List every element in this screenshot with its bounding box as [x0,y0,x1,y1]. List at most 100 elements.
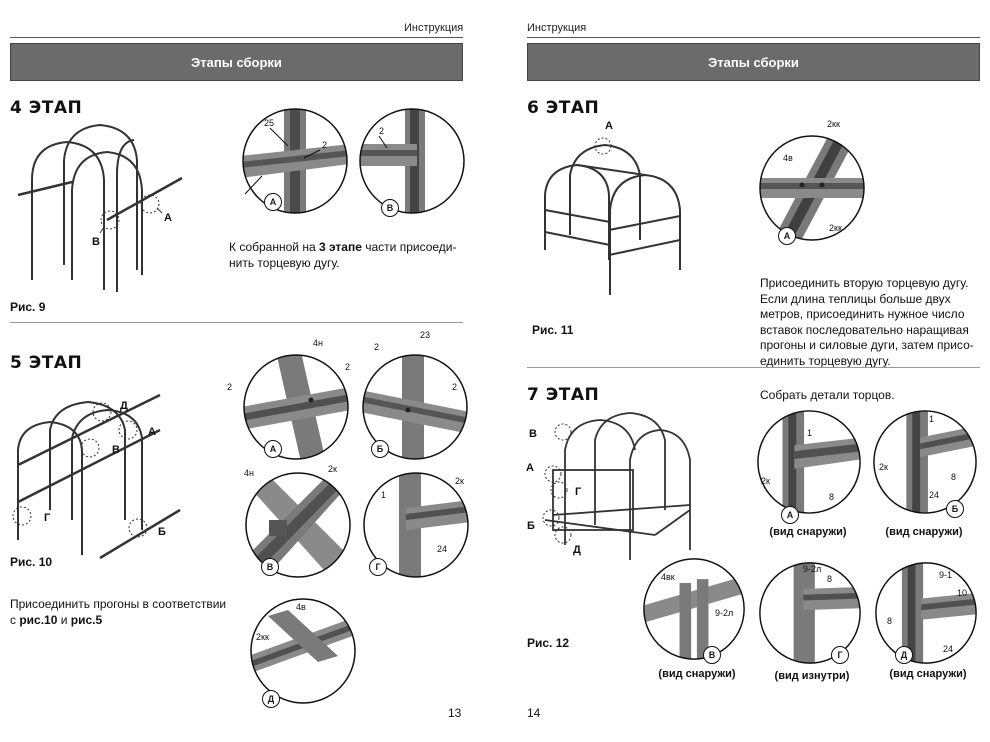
svg-text:8: 8 [887,616,892,626]
fig12-label-a: А [526,462,534,474]
detail-v-stage4 [359,108,465,214]
header-rule [10,37,463,38]
section-banner: Этапы сборки [527,43,980,81]
detail-g-stage7-labels: 9-2л 8 [803,564,832,584]
fig10-label-g: Г [44,512,51,524]
callout-25: 25 [264,118,274,128]
detail-d-stage7-labels: 9-1 10 8 24 [887,570,967,654]
svg-text:8: 8 [951,472,956,482]
fig12-label-d: Д [573,544,581,556]
svg-text:2к: 2к [328,464,337,474]
svg-text:2: 2 [374,342,379,352]
stage-7-instructions: Собрать детали торцов. [760,388,895,402]
stage-6-title: 6 ЭТАП [527,98,600,118]
running-head: Инструкция [527,22,587,34]
svg-text:10: 10 [957,588,967,598]
badge-d: Д [262,690,280,708]
svg-text:4вк: 4вк [661,572,675,582]
svg-text:24: 24 [929,490,939,500]
badge-a: А [264,440,282,458]
figure-9-drawing [17,123,183,292]
svg-text:2: 2 [452,382,457,392]
svg-text:9-2л: 9-2л [715,608,733,618]
detail-a-stage6 [759,135,865,241]
badge-g: Г [369,558,387,576]
detail-a-stage6-labels: 2кк 4в 2кк [783,119,842,233]
stage-4-title: 4 ЭТАП [10,98,83,118]
svg-text:2к: 2к [879,462,888,472]
badge-v: В [703,646,721,664]
fig10-label-v: В [112,444,120,456]
detail-v-view-caption: (вид снаружи) [658,668,736,680]
stage-6-instructions: Присоединить вторую торцевую дугу. Если … [760,276,974,368]
detail-b-stage7 [873,410,977,514]
figure-12-caption: Рис. 12 [527,636,570,650]
svg-text:8: 8 [827,574,832,584]
svg-text:9-2л: 9-2л [803,564,821,574]
figure-9-caption: Рис. 9 [10,300,46,314]
callout-2: 2 [379,126,384,136]
svg-text:1: 1 [807,428,812,438]
detail-d-stage5 [250,598,356,704]
detail-b-stage5 [362,354,468,460]
svg-text:2: 2 [345,362,350,372]
badge-g: Г [831,646,849,664]
svg-text:8: 8 [829,492,834,502]
detail-a-stage7 [757,410,861,514]
section-banner: Этапы сборки [10,43,463,81]
detail-a-view-caption: (вид снаружи) [769,526,847,538]
stage-divider [10,322,463,323]
fig11-label-a: А [605,120,613,132]
figure-11-caption: Рис. 11 [532,323,574,337]
detail-b-stage5-labels: 23 2 2 [374,330,457,392]
callout-2: 2 [322,140,327,150]
svg-text:4н: 4н [313,338,323,348]
page-number: 13 [448,706,462,720]
badge-v: В [261,558,279,576]
badge-v: В [381,199,399,217]
fig10-label-d: Д [120,400,128,412]
figure-10-caption: Рис. 10 [10,555,53,569]
svg-text:24: 24 [437,544,447,554]
svg-text:23: 23 [420,330,430,340]
detail-g-view-caption: (вид изнутри) [774,670,850,682]
fig12-label-b: Б [527,520,535,532]
detail-v-stage5-labels: 4н 2к [244,464,337,478]
figure-11-drawing [544,137,681,295]
stage-divider [527,367,980,368]
detail-v-stage7-labels: 4вк 9-2л [661,572,733,618]
fig9-label-v: В [92,236,100,248]
svg-text:2к: 2к [761,476,770,486]
fig10-label-b: Б [158,526,166,538]
detail-a-stage5 [243,354,349,460]
detail-d-stage5-labels: 4в 2кк [256,602,306,642]
detail-d-stage7 [875,562,977,664]
badge-a: А [781,506,799,524]
figure-10-drawing [12,393,181,560]
stage-7-title: 7 ЭТАП [527,385,600,405]
detail-a-stage5-labels: 4н 2 2 [227,338,350,392]
svg-text:2кк: 2кк [827,119,840,129]
detail-b-stage7-labels: 1 2к 8 24 [879,414,956,500]
page-number: 14 [527,706,541,720]
stage-5-instructions: Присоединить прогоны в соответствии с ри… [10,597,227,627]
detail-g-stage5-labels: 1 2к 24 [381,476,464,554]
fig9-label-a: А [164,212,172,224]
badge-a: А [264,193,282,211]
svg-text:4в: 4в [783,153,793,163]
fig12-label-g: Г [575,486,582,498]
detail-v-stage5 [245,472,351,578]
detail-v-stage4-labels: 2 [379,126,384,136]
svg-text:9-1: 9-1 [939,570,952,580]
svg-text:2: 2 [227,382,232,392]
detail-v-stage7 [643,558,745,660]
fig12-label-v: В [529,428,537,440]
stage-5-title: 5 ЭТАП [10,353,83,373]
svg-text:1: 1 [929,414,934,424]
detail-b-view-caption: (вид снаружи) [885,526,963,538]
fig10-label-a: А [148,426,156,438]
detail-d-view-caption: (вид снаружи) [889,668,967,680]
stage-4-instructions: К собранной на 3 этапе части присоеди-ни… [229,240,457,270]
svg-text:4в: 4в [296,602,306,612]
right-page: Инструкция Этапы сборки 6 ЭТАП А Рис. 11 [495,0,990,742]
